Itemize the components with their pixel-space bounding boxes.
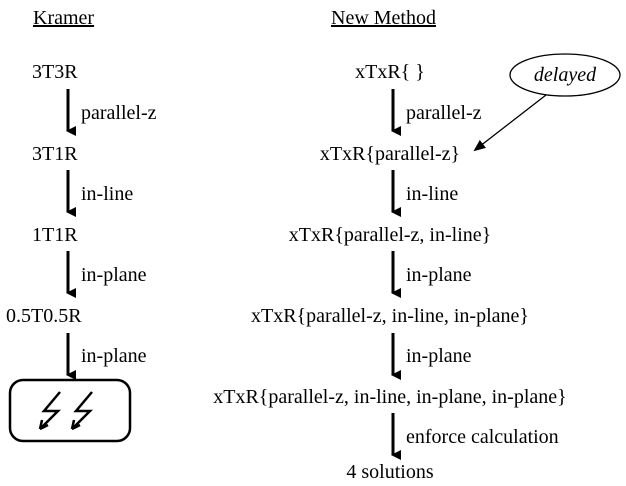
delayed-callout-bubble bbox=[509, 53, 621, 97]
lightning-bolts-icon bbox=[8, 378, 132, 443]
right-node-1: xTxR{parallel-z} bbox=[320, 143, 460, 165]
right-node-4: xTxR{parallel-z, in-line, in-plane, in-p… bbox=[213, 386, 567, 408]
left-node-0: 3T3R bbox=[32, 61, 78, 83]
header-kramer: Kramer bbox=[33, 7, 94, 29]
right-node-2: xTxR{parallel-z, in-line} bbox=[289, 224, 491, 246]
left-edge-3: in-plane bbox=[81, 345, 147, 367]
right-node-3: xTxR{parallel-z, in-line, in-plane} bbox=[251, 305, 529, 327]
left-node-3: 0.5T0.5R bbox=[6, 305, 82, 327]
right-edge-1: in-line bbox=[406, 183, 458, 205]
right-edge-0: parallel-z bbox=[406, 102, 482, 124]
right-edge-3: in-plane bbox=[406, 345, 472, 367]
left-edge-2: in-plane bbox=[81, 264, 147, 286]
delayed-callout-label: delayed bbox=[534, 64, 597, 86]
left-node-1: 3T1R bbox=[32, 143, 78, 165]
right-node-5: 4 solutions bbox=[346, 461, 433, 483]
right-node-0: xTxR{ } bbox=[355, 61, 425, 83]
left-edge-0: parallel-z bbox=[81, 102, 157, 124]
left-edge-1: in-line bbox=[81, 183, 133, 205]
left-node-2: 1T1R bbox=[32, 224, 78, 246]
delayed-callout-arrow bbox=[473, 94, 547, 152]
right-edge-2: in-plane bbox=[406, 264, 472, 286]
right-edge-4: enforce calculation bbox=[406, 426, 559, 448]
header-new-method: New Method bbox=[331, 7, 436, 29]
